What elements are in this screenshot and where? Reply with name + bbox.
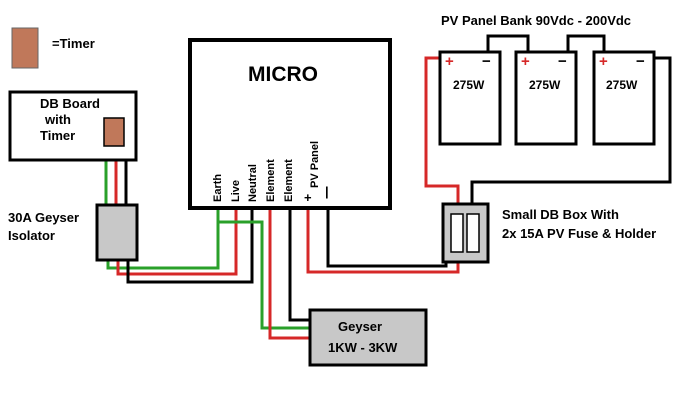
wire-earth-green bbox=[106, 208, 220, 270]
timer-legend-label: =Timer bbox=[52, 36, 95, 51]
micro-terminal-neutral: Neutral bbox=[247, 164, 259, 202]
isolator-label-2: Isolator bbox=[8, 228, 55, 243]
geyser-label-2: 1KW - 3KW bbox=[328, 340, 398, 355]
wire-element2-black bbox=[288, 208, 310, 322]
micro-terminal-element-2: Element bbox=[283, 159, 295, 202]
timer-legend-swatch bbox=[11, 27, 39, 69]
wires bbox=[104, 34, 672, 340]
micro-title: MICRO bbox=[248, 63, 318, 86]
wire-pv-bank-black bbox=[470, 56, 672, 204]
db-board-timer bbox=[103, 117, 125, 147]
geyser-box bbox=[308, 308, 428, 367]
pv-bank-title: PV Panel Bank 90Vdc - 200Vdc bbox=[441, 13, 631, 28]
pv-fuse-holder-2 bbox=[466, 213, 480, 253]
pv-panel-1-watt: 275W bbox=[453, 78, 485, 92]
db-board-label-1: DB Board bbox=[40, 96, 100, 111]
pv-panel-3-minus: − bbox=[636, 53, 645, 70]
wire-neutral-black bbox=[126, 208, 254, 284]
wire-series-2-3 bbox=[566, 34, 606, 52]
wire-element1-red bbox=[268, 208, 310, 340]
micro-terminal-element-1: Element bbox=[265, 159, 277, 202]
wire-live-red bbox=[116, 208, 238, 276]
wire-geyser-earth-green bbox=[218, 220, 310, 330]
wire-pv-minus-black bbox=[326, 208, 448, 268]
wire-series-1-2 bbox=[486, 34, 530, 52]
pv-panel-1: + − 275W bbox=[438, 50, 502, 146]
micro-pv-minus: | bbox=[325, 184, 329, 199]
micro-pv-label: PV Panel bbox=[309, 141, 321, 188]
wire-pv-bank-red bbox=[424, 56, 460, 204]
db-board-label-3: Timer bbox=[40, 128, 75, 143]
small-db-box bbox=[441, 202, 490, 264]
pv-panel-3-watt: 275W bbox=[606, 78, 638, 92]
pv-panel-3: + − 275W bbox=[592, 50, 656, 146]
micro-pv-plus: + bbox=[304, 190, 312, 205]
isolator-box bbox=[95, 203, 139, 262]
db-board-label-2: with bbox=[44, 112, 71, 127]
micro-terminal-live: Live bbox=[230, 180, 242, 202]
pv-panel-3-plus: + bbox=[599, 53, 608, 70]
wire-pv-plus-red bbox=[306, 208, 460, 274]
pv-fuse-holder-1 bbox=[450, 213, 464, 253]
isolator-label-1: 30A Geyser bbox=[8, 210, 79, 225]
pv-panel-2-minus: − bbox=[558, 53, 567, 70]
pv-panel-1-minus: − bbox=[482, 53, 491, 70]
geyser-label-1: Geyser bbox=[338, 319, 382, 334]
pv-panel-2: + − 275W bbox=[514, 50, 578, 146]
pv-panel-2-plus: + bbox=[521, 53, 530, 70]
small-db-label-2: 2x 15A PV Fuse & Holder bbox=[502, 226, 656, 241]
micro-box bbox=[188, 38, 392, 210]
pv-panel-1-plus: + bbox=[445, 53, 454, 70]
pv-panel-2-watt: 275W bbox=[529, 78, 561, 92]
micro-terminal-earth: Earth bbox=[212, 174, 224, 202]
small-db-label-1: Small DB Box With bbox=[502, 207, 619, 222]
